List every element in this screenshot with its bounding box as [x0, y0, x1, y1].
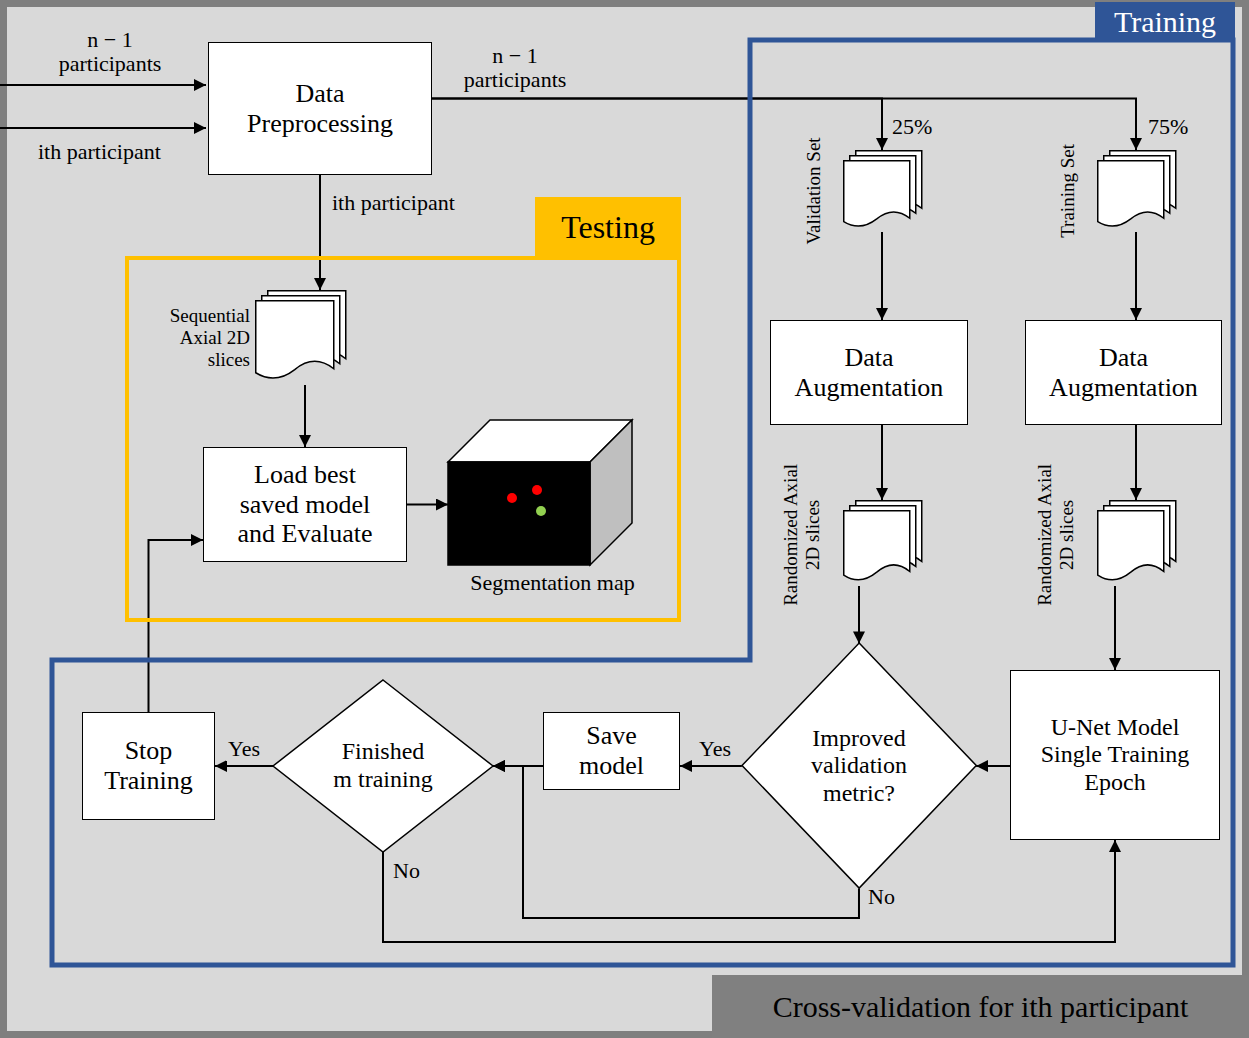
flow-arrow — [976, 765, 1010, 767]
segmentation-map: Segmentation map — [440, 415, 665, 605]
flow-arrow — [215, 765, 273, 767]
edge-label-holder: 75% — [1146, 114, 1206, 139]
process-box: Data Augmentation — [1025, 320, 1222, 425]
document-stack: Training Set — [1044, 128, 1175, 254]
decision-diamond: Finished m training — [273, 680, 493, 852]
document-stack: Validation Set — [790, 128, 921, 254]
flow-label: n − 1 participants — [40, 28, 180, 76]
document-page — [1098, 511, 1164, 580]
cube-icon — [448, 420, 632, 565]
decision-diamond: Improved validation metric? — [742, 643, 976, 888]
edge-label: ith participant — [330, 190, 457, 215]
document-stack-icon — [843, 500, 921, 586]
edge-label-holder: ith participant — [330, 190, 500, 215]
document-stack-icon — [843, 150, 921, 232]
connector-group — [149, 99, 1137, 943]
document-stack-icon — [1097, 150, 1175, 232]
input-label-holder: n − 1 participants — [448, 44, 582, 92]
flow-arrow — [881, 425, 883, 500]
flow-label: ith participant — [38, 140, 208, 164]
document-page — [256, 301, 334, 378]
box-label: Stop Training — [90, 736, 208, 796]
stack-label: Randomized Axial 2D slices — [1034, 456, 1078, 614]
box-label: U-Net Model Single Training Epoch — [1040, 714, 1190, 797]
edge-label: No — [866, 884, 897, 909]
flow-arrow — [1135, 232, 1137, 320]
segment-dot — [507, 493, 517, 503]
box-label: Data Preprocessing — [220, 79, 420, 139]
flow-arrow — [881, 232, 883, 320]
edge-label: Yes — [226, 736, 262, 761]
flow-arrow — [1114, 586, 1116, 670]
diamond-shape — [742, 643, 976, 888]
document-page — [844, 161, 910, 226]
stack-label: Training Set — [1057, 129, 1079, 253]
segment-dot — [536, 506, 546, 516]
edge-label-holder: Yes — [690, 736, 740, 761]
map-caption: Segmentation map — [440, 570, 665, 595]
edge-label-holder: No — [866, 884, 906, 909]
document-page — [844, 511, 910, 580]
document-stack: Randomized Axial 2D slices — [1024, 455, 1175, 615]
edge-label-holder: 25% — [890, 114, 950, 139]
flow-arrow — [149, 540, 204, 712]
box-label: Data Augmentation — [1034, 343, 1214, 403]
cube-side — [590, 420, 632, 565]
decision-label: Finished m training — [333, 738, 433, 793]
document-page — [1098, 161, 1164, 226]
process-box: Data Preprocessing — [208, 42, 432, 175]
region-border — [127, 258, 679, 620]
box-label: Load best saved model and Evaluate — [225, 460, 385, 550]
decision-label: Improved validation metric? — [799, 725, 919, 808]
box-label: Save model — [552, 721, 672, 781]
panel-title: Cross-validation for ith participant — [712, 975, 1249, 1038]
document-stack-icon — [255, 290, 345, 385]
edge-label: 25% — [890, 114, 934, 139]
input-arrow — [0, 84, 206, 86]
flow-arrow — [493, 765, 543, 767]
testing-region: Sequential Axial 2D slicesLoad best save… — [125, 197, 681, 622]
flow-label: n − 1 participants — [448, 44, 582, 92]
flow-arrow — [1135, 425, 1137, 500]
diamond-shape — [273, 680, 493, 852]
flow-arrow — [407, 504, 448, 506]
region-title: Testing — [535, 197, 681, 258]
document-stack: Sequential Axial 2D slices — [150, 288, 347, 388]
stack-label: Sequential Axial 2D slices — [150, 305, 250, 371]
edge-label: No — [391, 858, 422, 883]
process-box: Data Augmentation — [770, 320, 968, 425]
region-title: Training — [1095, 2, 1235, 42]
process-box: Load best saved model and Evaluate — [203, 447, 407, 562]
region-border — [52, 40, 1233, 965]
input-label-holder: ith participant — [38, 140, 208, 164]
flow-arrow — [680, 765, 742, 767]
process-box: Stop Training — [82, 712, 215, 820]
box-label: Data Augmentation — [779, 343, 959, 403]
process-box: Save model — [543, 712, 680, 790]
edge-label: 75% — [1146, 114, 1190, 139]
document-stack: Randomized Axial 2D slices — [770, 455, 921, 615]
stack-label: Randomized Axial 2D slices — [780, 456, 824, 614]
process-box: U-Net Model Single Training Epoch — [1010, 670, 1220, 840]
flow-arrow — [319, 175, 321, 290]
document-stack-icon — [1097, 500, 1175, 586]
segment-dot — [532, 485, 542, 495]
flow-arrow — [858, 586, 860, 643]
cube-front — [448, 462, 590, 565]
input-arrow — [0, 127, 206, 129]
edge-label: Yes — [697, 736, 733, 761]
flow-arrow — [432, 99, 1136, 151]
flow-arrow — [383, 840, 1115, 942]
edge-label-holder: Yes — [219, 736, 269, 761]
stack-label: Validation Set — [803, 129, 825, 253]
edge-label-holder: No — [391, 858, 431, 883]
input-label-holder: n − 1 participants — [40, 28, 180, 76]
flow-arrow — [304, 385, 306, 447]
